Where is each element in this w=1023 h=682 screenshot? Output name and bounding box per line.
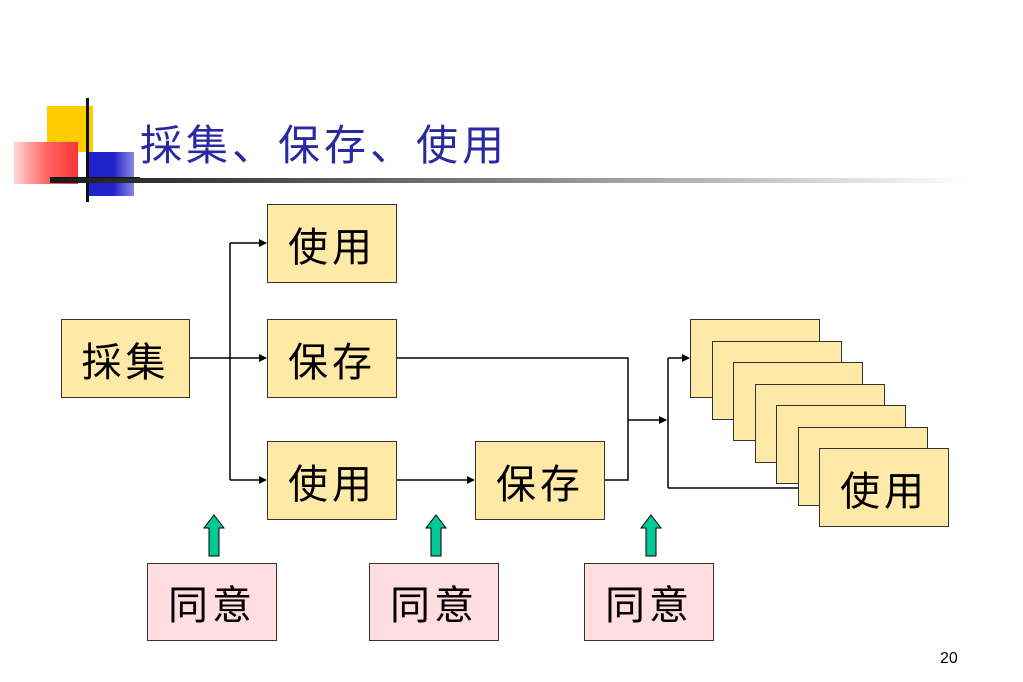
consent-box-1: 同意	[147, 563, 277, 641]
node-collect: 採集	[61, 319, 190, 398]
node-store-mid: 保存	[267, 319, 397, 398]
node-use-top: 使用	[267, 204, 397, 283]
node-store-bottom: 保存	[475, 441, 605, 520]
consent-box-2: 同意	[369, 563, 499, 641]
consent-arrow-2	[424, 514, 448, 557]
consent-box-3: 同意	[584, 563, 714, 641]
connector-store-mid-merge	[397, 357, 629, 420]
deco-vertical-line	[86, 98, 89, 202]
node-use-copy-front: 使用	[819, 448, 949, 527]
consent-arrow-1	[202, 514, 226, 557]
title-underline	[50, 178, 970, 183]
slide-title: 採集、保存、使用	[140, 121, 509, 170]
node-use-bottom: 使用	[267, 441, 397, 520]
consent-arrow-3	[639, 514, 663, 557]
page-number: 20	[940, 650, 958, 667]
connector-store-bottom-merge	[605, 420, 629, 481]
deco-blue-square	[88, 152, 134, 196]
